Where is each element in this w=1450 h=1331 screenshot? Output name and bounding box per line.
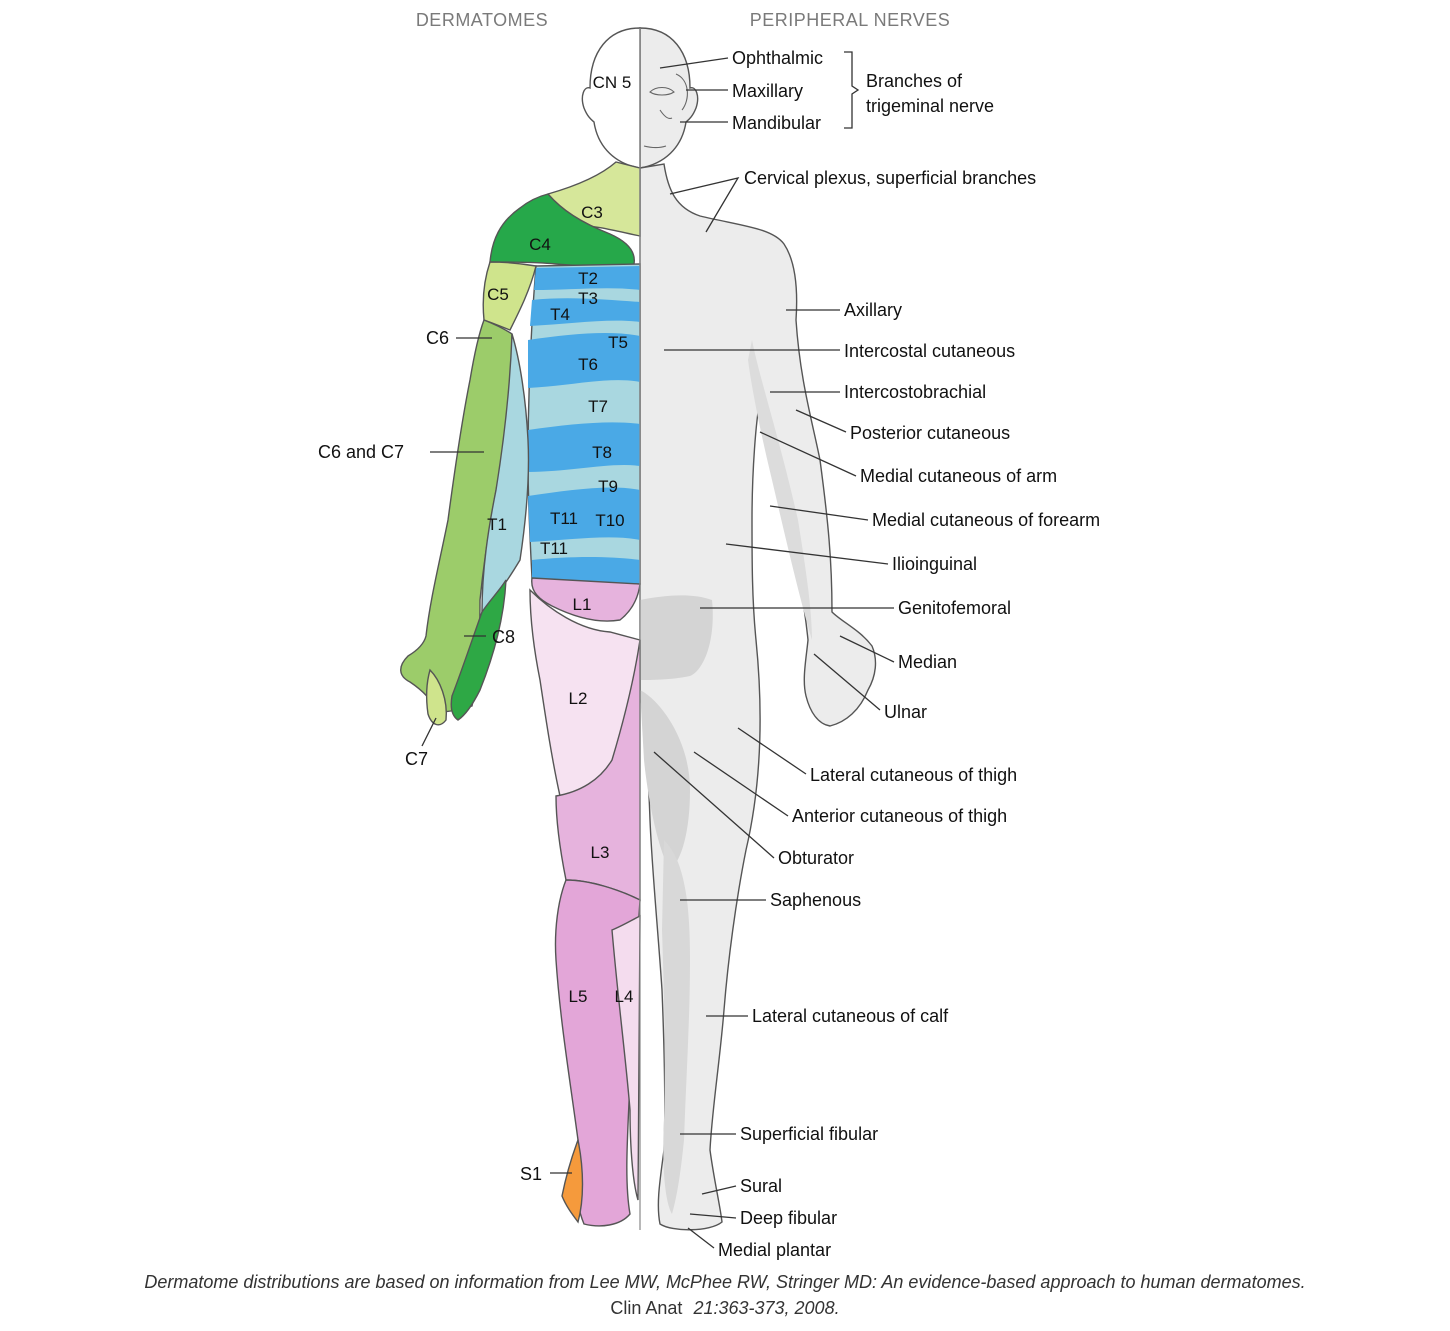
label-obturator: Obturator [778, 848, 854, 868]
header-dermatomes: DERMATOMES [416, 10, 548, 30]
label-medial-plantar: Medial plantar [718, 1240, 831, 1260]
nerve-labels: Cervical plexus, superficial branches Ax… [653, 168, 1100, 1260]
label-t7: T7 [588, 397, 608, 416]
label-c3: C3 [581, 203, 603, 222]
label-ilioinguinal: Ilioinguinal [892, 554, 977, 574]
label-t4: T4 [550, 305, 570, 324]
caption-line1: Dermatome distributions are based on inf… [144, 1272, 1305, 1292]
label-s1: S1 [520, 1164, 542, 1184]
label-l4: L4 [615, 987, 634, 1006]
trigeminal-bracket [844, 51, 860, 129]
label-cervical-plexus: Cervical plexus, superficial branches [744, 168, 1036, 188]
region-l4 [611, 914, 641, 1201]
label-l1: L1 [573, 595, 592, 614]
label-t11b: T11 [540, 539, 568, 558]
saphenous-zone [662, 840, 690, 1214]
label-c6: C6 [426, 328, 449, 348]
dermatome-labels: CN 5 C3 C4 C5 T2 T3 T4 T5 T6 T7 T8 T9 T1… [318, 73, 633, 1184]
label-c8: C8 [492, 627, 515, 647]
label-t11a: T11 [550, 509, 578, 528]
label-cn5: CN 5 [593, 73, 632, 92]
head-left [581, 27, 641, 169]
label-anterior-cutaneous-thigh: Anterior cutaneous of thigh [792, 806, 1007, 826]
label-lateral-cutaneous-thigh: Lateral cutaneous of thigh [810, 765, 1017, 785]
label-intercostobrachial: Intercostobrachial [844, 382, 986, 402]
nerve-body-half [639, 27, 877, 1231]
caption-journal: Clin Anat [610, 1298, 682, 1318]
region-c4 [489, 193, 635, 268]
label-trigeminal-line1: Branches of [866, 71, 963, 91]
label-l3: L3 [591, 843, 610, 862]
label-sural: Sural [740, 1176, 782, 1196]
label-ulnar: Ulnar [884, 702, 927, 722]
label-t9: T9 [598, 477, 618, 496]
label-t8: T8 [592, 443, 612, 462]
region-t6 [528, 333, 640, 388]
label-superficial-fibular: Superficial fibular [740, 1124, 878, 1144]
arm-medial-zone [748, 340, 812, 640]
label-t1: T1 [487, 515, 507, 534]
label-trigeminal-line2: trigeminal nerve [866, 96, 994, 116]
region-s1 [561, 1137, 584, 1224]
label-medial-cutaneous-arm: Medial cutaneous of arm [860, 466, 1057, 486]
label-intercostal-cutaneous: Intercostal cutaneous [844, 341, 1015, 361]
region-c5 [482, 261, 537, 331]
dermatome-body-half [400, 27, 641, 1227]
label-ophthalmic: Ophthalmic [732, 48, 823, 68]
label-median: Median [898, 652, 957, 672]
label-mandibular: Mandibular [732, 113, 821, 133]
label-genitofemoral: Genitofemoral [898, 598, 1011, 618]
label-t2: T2 [578, 269, 598, 288]
label-saphenous: Saphenous [770, 890, 861, 910]
caption-citation: 21:363-373, 2008. [692, 1298, 839, 1318]
region-c8 [450, 579, 507, 721]
label-c6c7: C6 and C7 [318, 442, 404, 462]
label-c7: C7 [405, 749, 428, 769]
label-posterior-cutaneous: Posterior cutaneous [850, 423, 1010, 443]
label-lateral-cutaneous-calf: Lateral cutaneous of calf [752, 1006, 949, 1026]
genitofemoral-zone [640, 595, 713, 680]
label-t3: T3 [578, 289, 598, 308]
label-c5: C5 [487, 285, 509, 304]
region-c7 [425, 668, 447, 726]
label-medial-cutaneous-forearm: Medial cutaneous of forearm [872, 510, 1100, 530]
region-t12 [532, 557, 640, 584]
label-axillary: Axillary [844, 300, 902, 320]
region-l1 [531, 577, 641, 622]
region-t4 [530, 298, 640, 326]
label-maxillary: Maxillary [732, 81, 803, 101]
label-t6: T6 [578, 355, 598, 374]
label-l2: L2 [569, 689, 588, 708]
region-t2 [534, 266, 640, 290]
region-t8 [528, 422, 640, 472]
obturator-zone [640, 690, 690, 870]
caption-line2: Clin Anat 21:363-373, 2008. [610, 1298, 839, 1318]
label-t5: T5 [608, 333, 628, 352]
region-t10 [528, 487, 640, 542]
label-deep-fibular: Deep fibular [740, 1208, 837, 1228]
label-c4: C4 [529, 235, 551, 254]
label-t10: T10 [595, 511, 624, 530]
trigeminal-labels: Ophthalmic Maxillary Mandibular Branches… [659, 48, 994, 133]
label-l5: L5 [569, 987, 588, 1006]
header-peripheral-nerves: PERIPHERAL NERVES [750, 10, 951, 30]
head-right [639, 27, 699, 169]
